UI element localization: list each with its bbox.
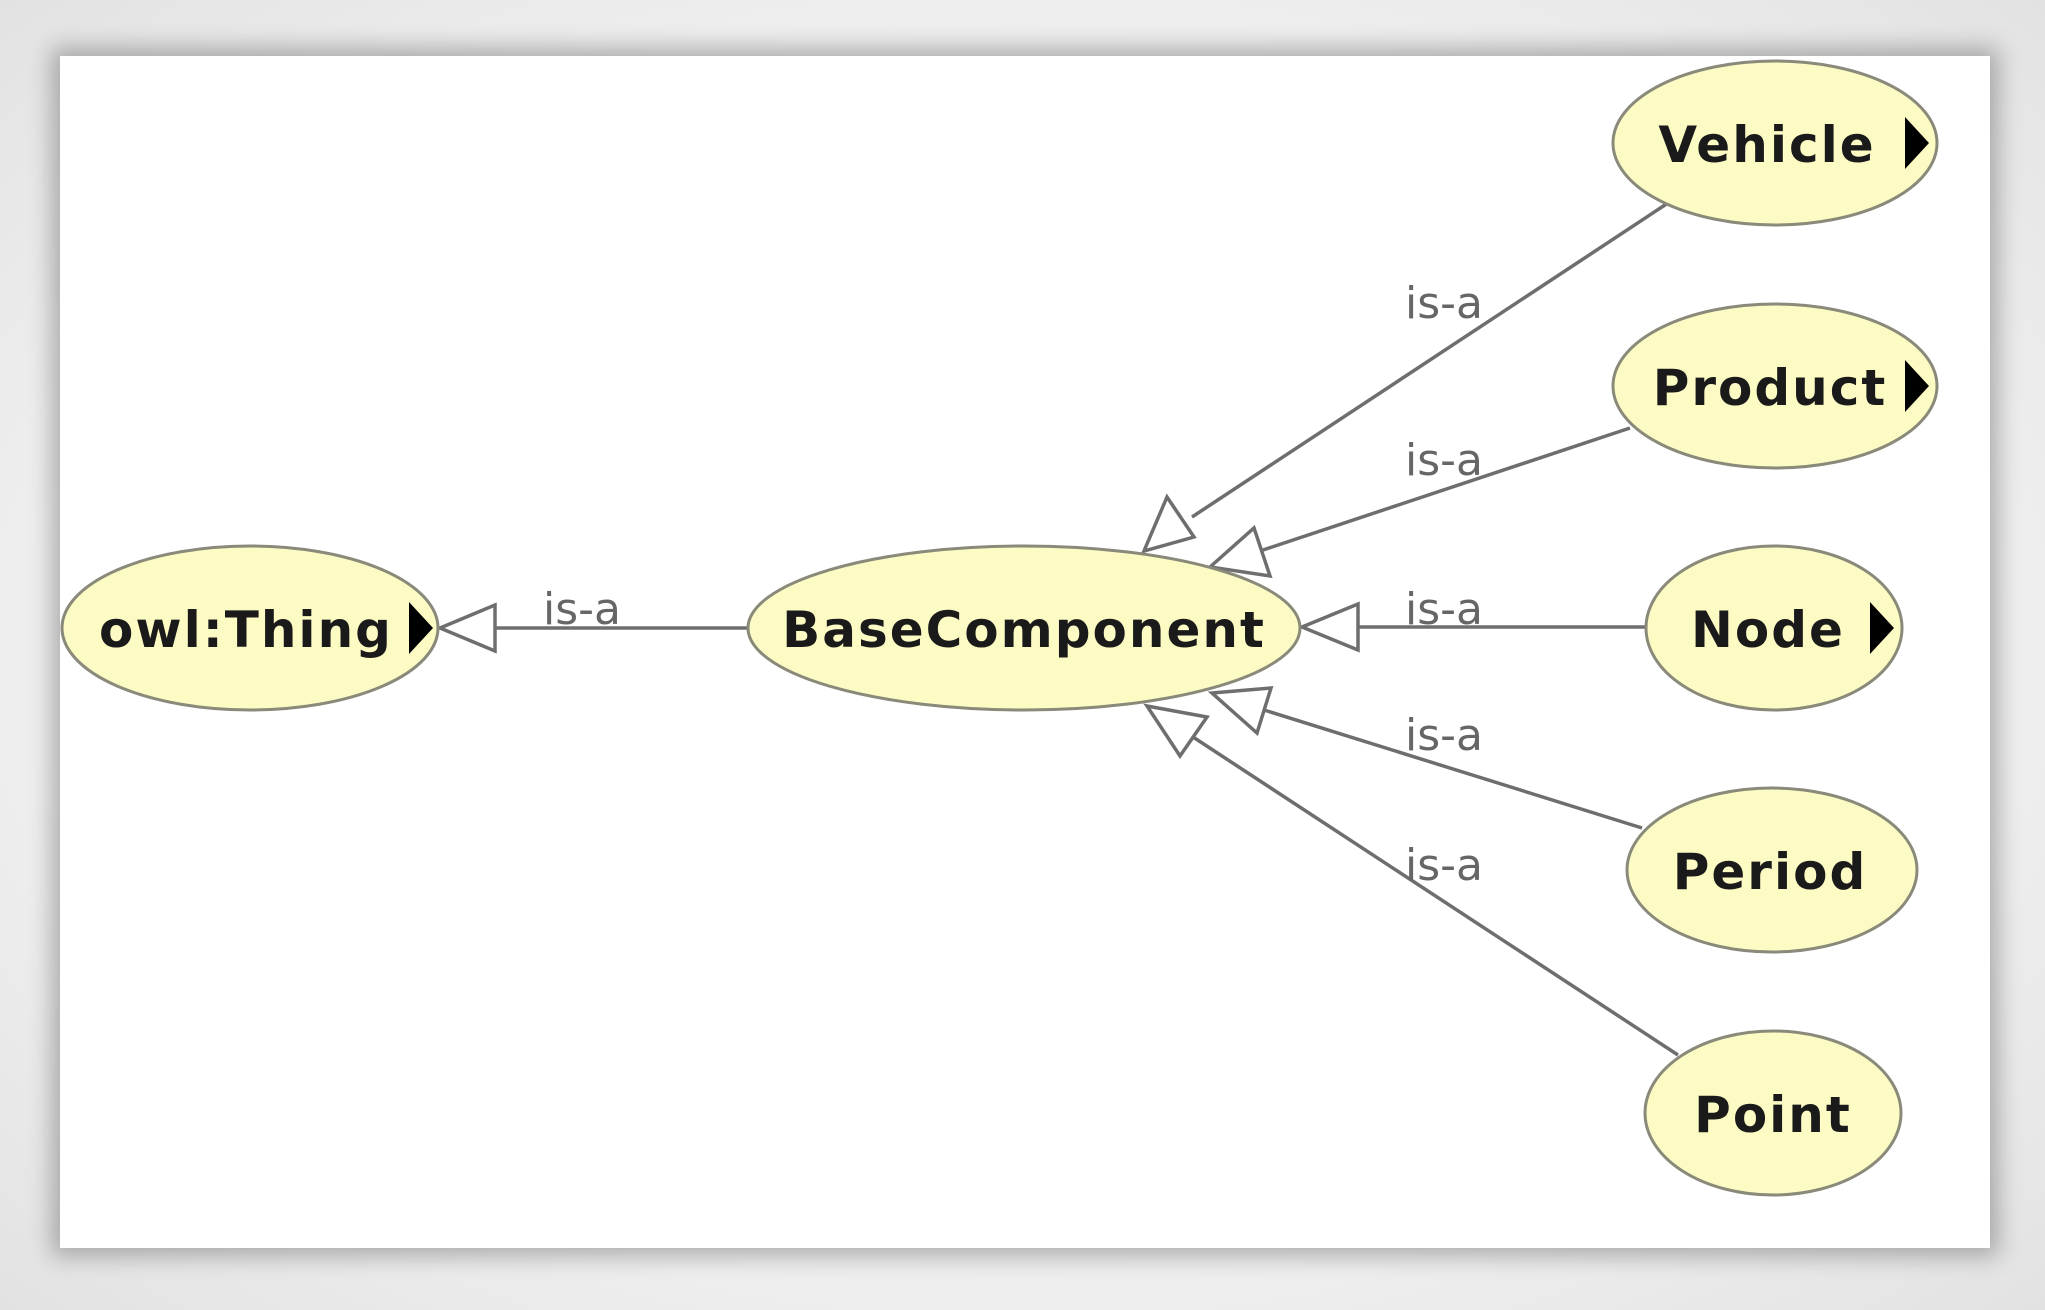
triangle-right-icon[interactable]	[1870, 602, 1894, 654]
edge-label-period: is-a	[1405, 710, 1483, 761]
node-node[interactable]: Node	[1644, 544, 1904, 712]
edge-base-to-thing	[435, 602, 750, 654]
edge-label-base-thing: is-a	[543, 584, 621, 635]
node-label-vehicle: Vehicle	[1658, 116, 1875, 174]
edge-point-to-base	[1143, 703, 1679, 1057]
node-base-component[interactable]: BaseComponent	[746, 544, 1302, 712]
node-label-point: Point	[1694, 1086, 1852, 1144]
edge-node-to-base	[1297, 601, 1645, 653]
node-owl-thing[interactable]: owl:Thing	[60, 544, 440, 712]
node-period[interactable]: Period	[1625, 786, 1919, 954]
triangle-right-icon[interactable]	[1905, 360, 1929, 412]
edge-vehicle-to-base	[1140, 201, 1669, 554]
edge-product-to-base	[1206, 426, 1631, 579]
node-label-product: Product	[1653, 359, 1888, 417]
node-label-node: Node	[1691, 601, 1845, 659]
triangle-right-icon[interactable]	[1905, 117, 1929, 169]
edge-label-node: is-a	[1405, 584, 1483, 635]
edge-period-to-base	[1207, 686, 1643, 830]
edge-label-vehicle: is-a	[1405, 278, 1483, 329]
node-label-owl-thing: owl:Thing	[99, 601, 393, 659]
triangle-right-icon[interactable]	[409, 602, 433, 654]
node-product[interactable]: Product	[1611, 302, 1939, 470]
node-label-period: Period	[1673, 843, 1868, 901]
edge-label-point: is-a	[1405, 840, 1483, 891]
edge-label-product: is-a	[1405, 435, 1483, 486]
node-point[interactable]: Point	[1643, 1029, 1903, 1197]
node-vehicle[interactable]: Vehicle	[1611, 59, 1939, 227]
node-label-base-component: BaseComponent	[782, 601, 1266, 659]
